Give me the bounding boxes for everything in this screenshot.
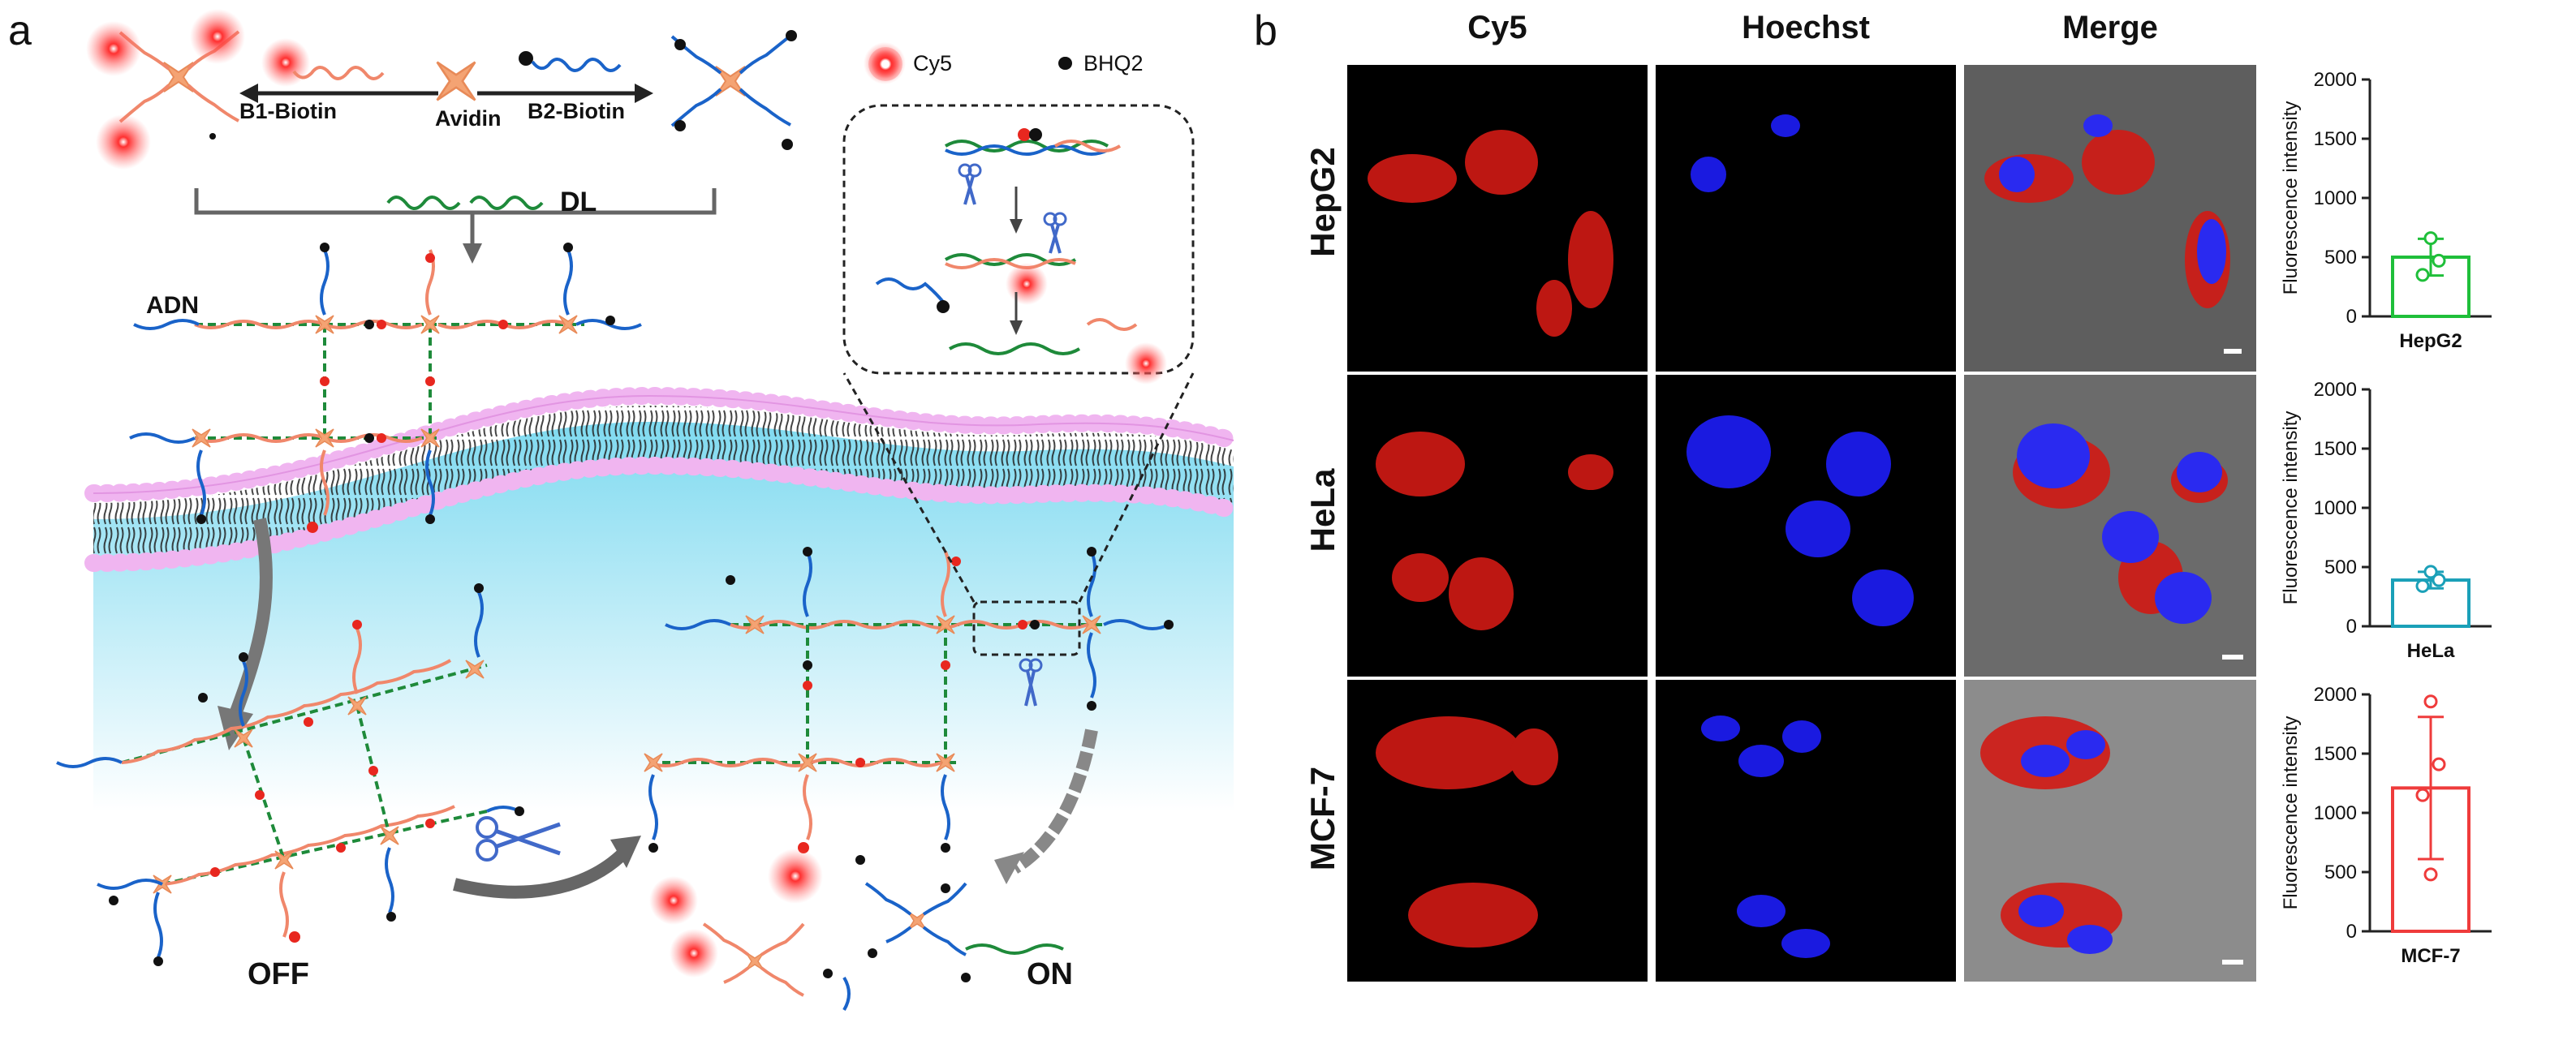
y-tick-label: 0	[2346, 306, 2357, 328]
adn-label: ADN	[146, 292, 199, 319]
cy5-legend-icon	[868, 47, 902, 81]
panel-a-letter: a	[8, 7, 32, 54]
data-point	[2423, 565, 2438, 579]
avidin-label: Avidin	[435, 106, 502, 131]
row-label-hepg2: HepG2	[1303, 147, 1342, 257]
row-label-hela: HeLa	[1303, 468, 1342, 552]
data-point	[2423, 231, 2438, 246]
micrograph-mcf7-cy5	[1347, 680, 1648, 982]
panel-b-letter: b	[1254, 7, 1277, 54]
micrograph-hela-merge	[1964, 375, 2256, 677]
off-label: OFF	[248, 957, 309, 991]
data-point	[2415, 268, 2430, 282]
row-label-mcf7: MCF-7	[1303, 766, 1342, 871]
bhq2-legend-icon	[1059, 57, 1072, 70]
y-axis-label: Fluorescence intensity	[2280, 716, 2302, 910]
y-tick-label: 2000	[2314, 684, 2357, 706]
dl-label: DL	[560, 187, 597, 217]
category-label: HeLa	[2407, 640, 2455, 662]
micrograph-hepg2-cy5	[1347, 65, 1648, 372]
cy5-legend-label: Cy5	[913, 51, 953, 75]
y-tick-label: 1000	[2314, 802, 2357, 824]
column-header-hoechst: Hoechst	[1742, 10, 1870, 45]
category-label: MCF-7	[2401, 945, 2460, 967]
y-tick-label: 0	[2346, 616, 2357, 638]
y-axis-label: Fluorescence intensity	[2280, 101, 2302, 295]
micrograph-mcf7-hoechst	[1656, 680, 1956, 982]
micrograph-hela-hoechst	[1656, 375, 1956, 677]
y-tick-label: 1500	[2314, 438, 2357, 460]
y-tick-label: 0	[2346, 921, 2357, 943]
data-point	[2432, 573, 2446, 587]
data-point	[2432, 253, 2446, 268]
data-point	[2423, 867, 2438, 882]
y-tick-label: 1500	[2314, 128, 2357, 150]
micrograph-mcf7-merge	[1964, 680, 2256, 982]
y-tick-label: 1500	[2314, 743, 2357, 765]
category-label: HepG2	[2399, 330, 2462, 352]
y-tick-label: 2000	[2314, 69, 2357, 91]
micrograph-hela-cy5	[1347, 375, 1648, 677]
column-header-merge: Merge	[2062, 10, 2158, 45]
y-tick-label: 2000	[2314, 379, 2357, 401]
micrograph-hepg2-merge	[1964, 65, 2256, 372]
y-axis-label: Fluorescence intensity	[2280, 411, 2302, 605]
b2-biotin-label: B2-Biotin	[528, 99, 625, 123]
bhq2-legend-label: BHQ2	[1083, 51, 1144, 75]
data-point	[2432, 757, 2446, 771]
data-point	[2415, 578, 2430, 593]
y-tick-label: 1000	[2314, 187, 2357, 209]
panel-a-schematic	[56, 9, 1243, 1012]
y-tick-label: 500	[2324, 557, 2357, 578]
on-label: ON	[1027, 957, 1073, 991]
y-tick-label: 500	[2324, 862, 2357, 883]
data-point	[2415, 788, 2430, 802]
data-point	[2423, 694, 2438, 709]
y-tick-label: 1000	[2314, 497, 2357, 519]
column-header-cy5: Cy5	[1467, 10, 1527, 45]
y-tick-label: 500	[2324, 247, 2357, 269]
micrograph-hepg2-hoechst	[1656, 65, 1956, 372]
b1-biotin-label: B1-Biotin	[239, 99, 337, 123]
